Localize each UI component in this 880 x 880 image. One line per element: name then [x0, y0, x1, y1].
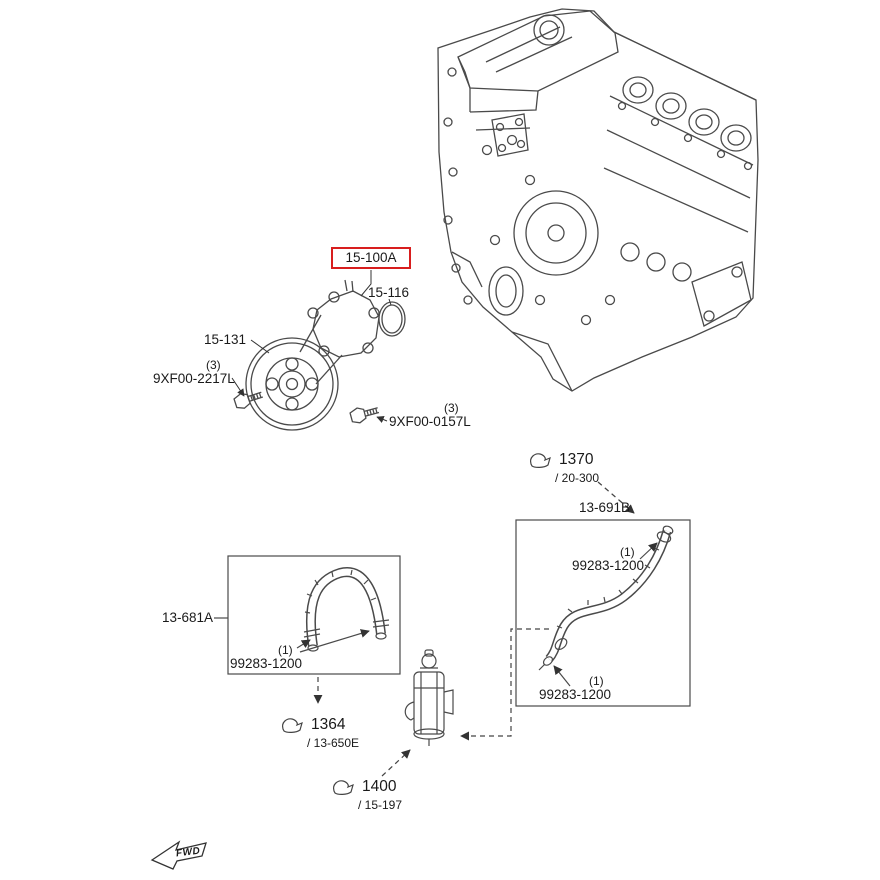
section-ref-code: 1364 [311, 716, 346, 733]
part-qty-bolt-left: (3) [206, 358, 221, 372]
part-label-bolt-left: 9XF00-2217L [153, 371, 235, 386]
section-ref-1370: 1370 / 20-300 [528, 451, 599, 485]
part-thumbnail-icon [333, 780, 354, 795]
section-ref-sub: / 15-197 [358, 798, 403, 812]
part-label-hose-assy-right: 13-691B [579, 500, 631, 515]
hose-box-left-drawing [214, 555, 401, 675]
part-qty-clamp-right-top: (1) [620, 545, 635, 559]
bolt-right-drawing [349, 407, 380, 424]
part-label-clamp-left: 99283-1200 [230, 656, 303, 671]
hose-box-right-drawing [515, 519, 691, 707]
section-ref-code: 1400 [362, 778, 397, 795]
part-qty-clamp-left: (1) [278, 643, 293, 657]
section-ref-1400: 1400 / 15-197 [331, 778, 402, 812]
part-label-clamp-right-bottom: 99283-1200 [539, 687, 612, 702]
part-label-water-pump-highlighted: 15-100A [331, 247, 411, 270]
part-label-pulley: 15-131 [204, 332, 247, 347]
dashed-connectors [313, 481, 635, 777]
fwd-arrow-icon [150, 840, 207, 870]
part-thumbnail-icon [530, 453, 551, 468]
part-label-clamp-right-top: 99283-1200 [572, 558, 645, 573]
section-ref-1364: 1364 / 13-650E [280, 716, 359, 750]
part-label-gasket: 15-116 [368, 285, 410, 300]
section-ref-sub: / 20-300 [555, 471, 600, 485]
part-label-hose-assy-left: 13-681A [162, 610, 214, 625]
part-thumbnail-icon [282, 718, 303, 733]
engine-drawing [437, 8, 759, 392]
part-qty-clamp-right-bottom: (1) [589, 674, 604, 688]
bolt-left-drawing [233, 391, 264, 409]
section-ref-sub: / 13-650E [307, 736, 360, 750]
part-qty-bolt-right: (3) [444, 401, 459, 415]
reservoir-drawing [404, 649, 454, 746]
water-pump-drawing [233, 279, 406, 431]
part-label-bolt-right: 9XF00-0157L [389, 414, 471, 429]
section-ref-code: 1370 [559, 451, 594, 468]
leader-lines-upper [231, 270, 392, 423]
